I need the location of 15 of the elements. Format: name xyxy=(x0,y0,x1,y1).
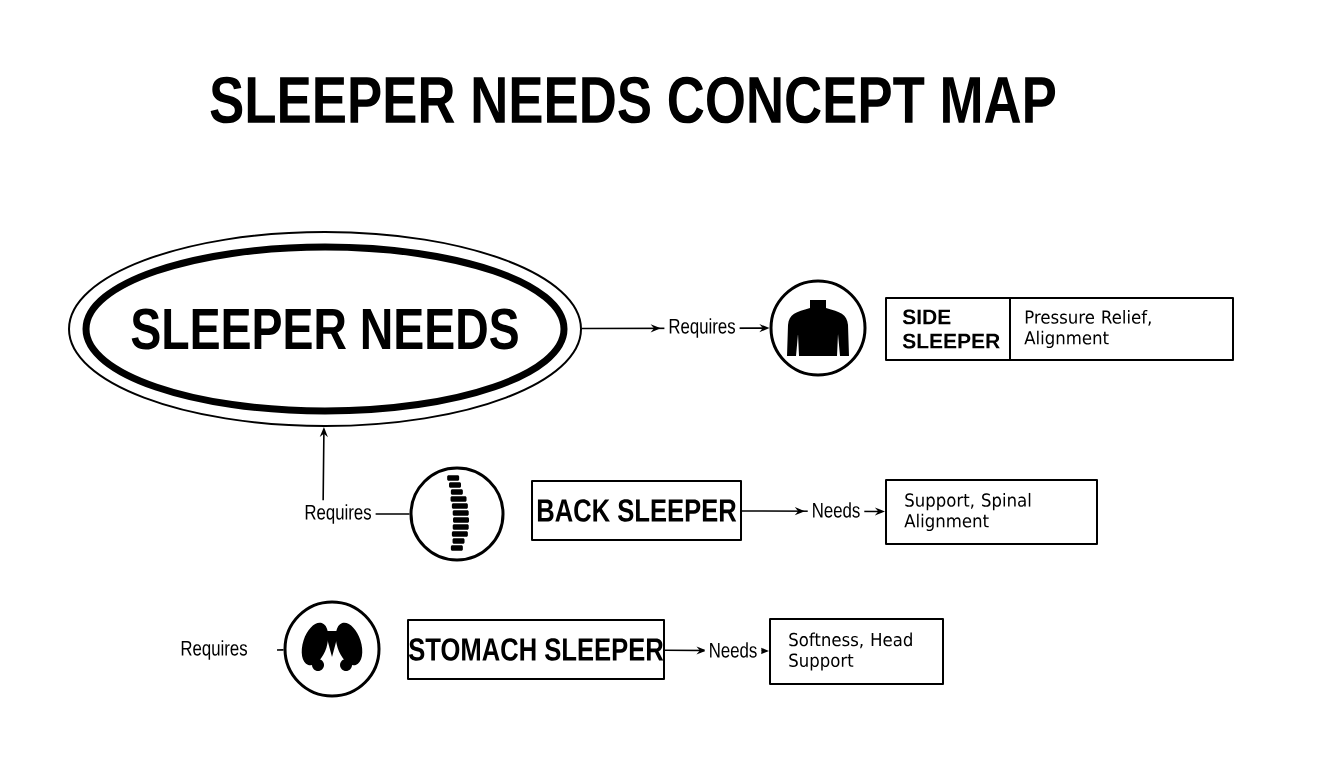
title: SLEEPER NEEDS CONCEPT MAP xyxy=(210,76,1056,124)
oval-node: SLEEPER NEEDS xyxy=(68,231,582,427)
icon-circle xyxy=(283,600,381,698)
process-box: Softness, Head Support xyxy=(769,618,944,685)
icon-circle xyxy=(409,466,505,562)
edge-label: Needs xyxy=(704,638,762,662)
icon-circle xyxy=(769,279,867,377)
process-box: Support, Spinal Alignment xyxy=(885,479,1098,545)
edge-label: Requires xyxy=(300,500,376,528)
process-box: BACK SLEEPER xyxy=(531,480,742,541)
process-box: STOMACH SLEEPER xyxy=(407,619,665,680)
edge-label: Requires xyxy=(664,314,740,342)
edge-label: Needs xyxy=(807,498,865,522)
edge-label: Requires xyxy=(176,636,252,664)
split-box: SIDE SLEEPER Pressure Relief, Alignment xyxy=(885,297,1234,361)
